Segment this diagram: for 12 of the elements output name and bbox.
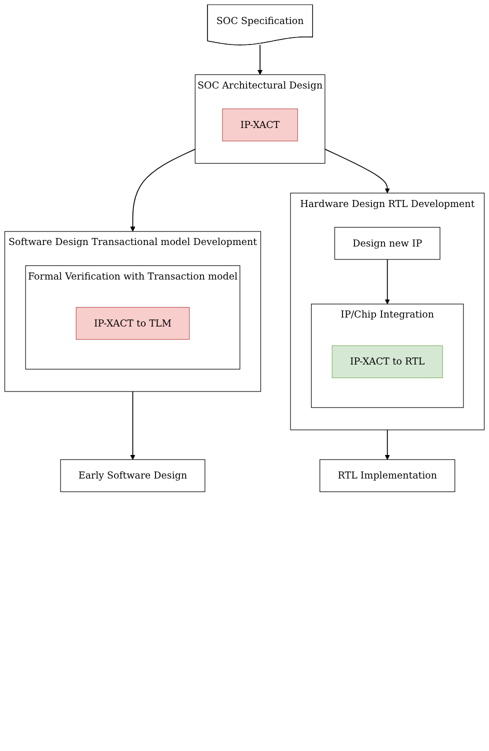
node-box: Early Software Design [60, 459, 206, 492]
node-box: IP-XACT to RTL [332, 345, 443, 378]
arrow [384, 258, 390, 304]
node-box: IP-XACT [222, 108, 298, 142]
arrow [324, 148, 390, 194]
node-box: IP-XACT to TLM [76, 307, 190, 340]
arrow [257, 44, 263, 75]
node-box: Design new IP [334, 226, 440, 260]
node-box: RTL Implementation [320, 459, 456, 492]
arrow [384, 429, 390, 460]
arrow [130, 391, 136, 460]
arrow [130, 148, 196, 232]
